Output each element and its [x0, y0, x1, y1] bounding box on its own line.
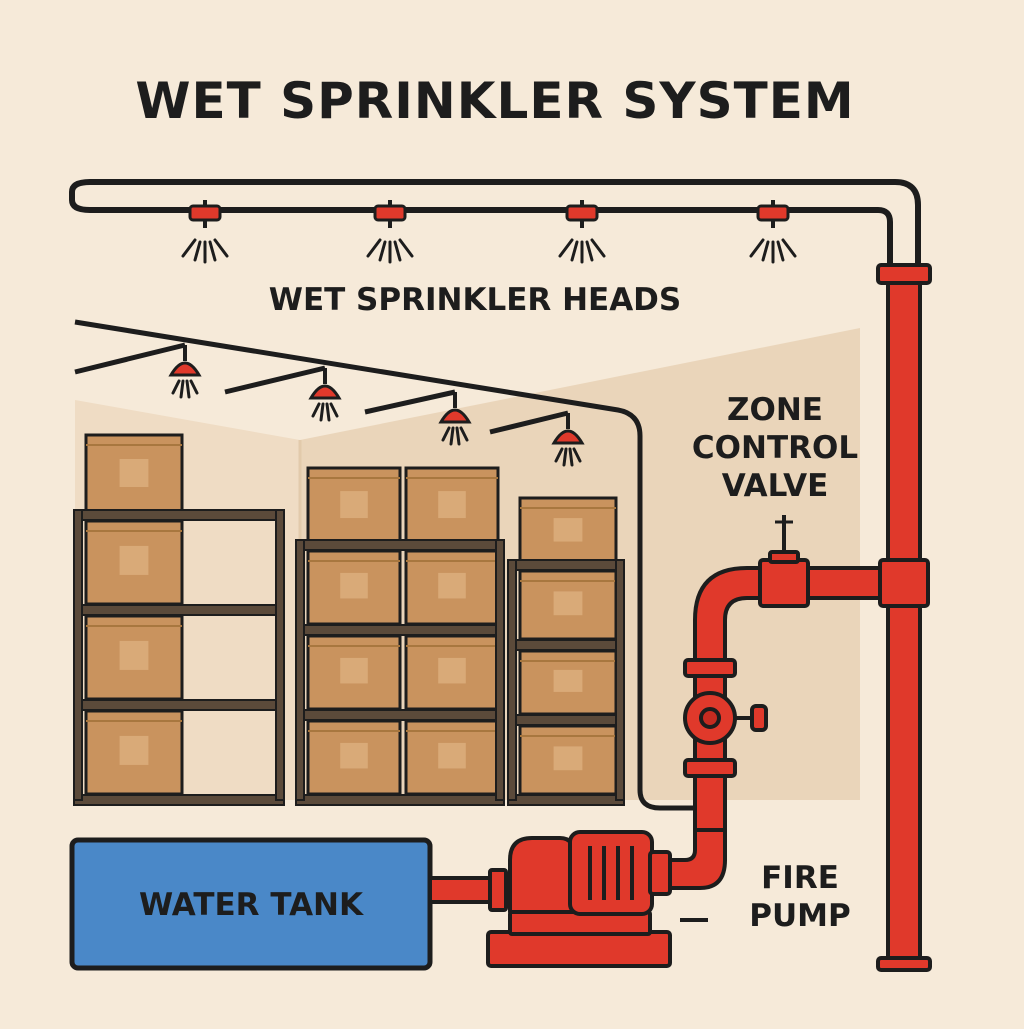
storage-box-icon: [404, 466, 500, 547]
storage-box-icon: [404, 719, 500, 796]
rack-middle: [295, 466, 505, 806]
storage-box-icon: [306, 634, 402, 711]
zone-valve-label-line-2: CONTROL: [692, 430, 858, 466]
sprinkler-head-icon: [558, 200, 606, 264]
storage-box-icon: [518, 649, 618, 716]
diagram-title: WET SPRINKLER SYSTEM: [135, 72, 854, 130]
sprinkler-head-icon: [168, 345, 202, 399]
gate-valve-icon: [683, 691, 768, 745]
sprinkler-head-icon: [181, 200, 229, 264]
storage-box-icon: [404, 549, 500, 626]
water-tank-label: WATER TANK: [139, 887, 364, 923]
sprinkler-head-icon: [551, 413, 585, 467]
fire-pump-label-line-1: FIRE: [761, 860, 839, 896]
sprinkler-head-icon: [438, 392, 472, 446]
zone-valve-label: ZONE CONTROL VALVE: [692, 392, 858, 504]
storage-box-icon: [518, 496, 618, 567]
storage-box-icon: [306, 466, 402, 547]
storage-box-icon: [84, 709, 184, 796]
zone-control-valve: [758, 515, 810, 608]
fire-pump-icon: [486, 830, 708, 968]
rack-right: [507, 496, 625, 806]
fire-pump-label: FIRE PUMP: [749, 860, 850, 934]
top-branch-line: [69, 179, 921, 270]
storage-box-icon: [306, 719, 402, 796]
storage-box-icon: [84, 614, 184, 701]
fire-pump-label-line-2: PUMP: [749, 898, 850, 934]
storage-box-icon: [84, 519, 184, 606]
warehouse-sprinkler-heads: [168, 345, 585, 467]
water-tank: WATER TANK: [69, 837, 433, 971]
top-sprinkler-heads: [181, 200, 797, 264]
storage-racks: [73, 433, 625, 806]
zone-valve-label-line-3: VALVE: [722, 468, 829, 504]
sprinkler-head-icon: [749, 200, 797, 264]
sprinkler-head-icon: [308, 368, 342, 422]
sprinkler-head-icon: [366, 200, 414, 264]
storage-box-icon: [306, 549, 402, 626]
warehouse-branch-line: [74, 319, 705, 811]
riser-pipe: [876, 263, 932, 972]
storage-box-icon: [84, 433, 184, 517]
sprinkler-heads-label: WET SPRINKLER HEADS: [269, 282, 682, 318]
rack-left: [73, 433, 285, 806]
storage-box-icon: [518, 724, 618, 796]
storage-box-icon: [518, 569, 618, 641]
suction-pipe: [428, 868, 514, 912]
storage-box-icon: [404, 634, 500, 711]
zone-valve-label-line-1: ZONE: [727, 392, 823, 428]
